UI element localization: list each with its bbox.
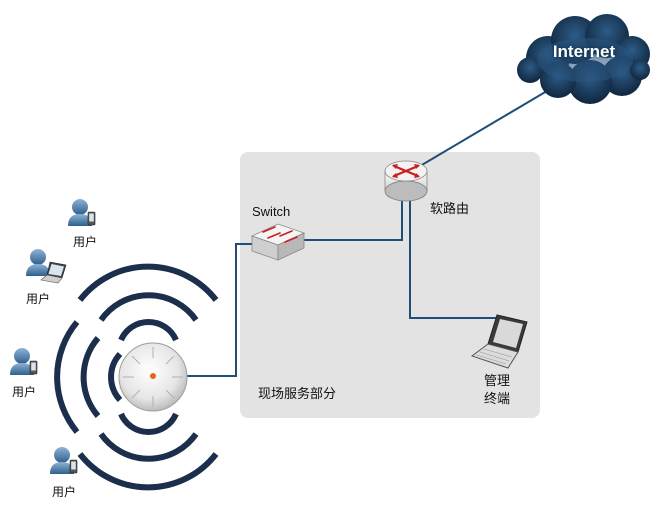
internet-label: Internet: [552, 42, 616, 61]
connection-lines: [186, 87, 553, 377]
router-icon: [384, 160, 428, 202]
laptop-icon: [470, 314, 528, 369]
user-icon: [50, 447, 78, 474]
access-point-icon: [118, 342, 188, 412]
link-switch-router: [300, 200, 403, 241]
user-label: 用户: [52, 485, 77, 499]
user-label: 用户: [73, 235, 98, 249]
user-icon: [10, 348, 38, 375]
laptop-icon: [40, 261, 67, 284]
terminal-label-line2: 终端: [484, 392, 511, 407]
link-router-internet: [409, 87, 553, 173]
wireless-waves-icon: [54, 263, 219, 491]
user-icon: [26, 249, 67, 284]
zone-label: 现场服务部分: [258, 387, 337, 402]
user-label: 用户: [12, 385, 37, 399]
switch-icon: [250, 223, 306, 261]
cloud-icon: [517, 14, 650, 104]
link-ap-switch: [186, 243, 258, 377]
terminal-label-line1: 管理: [484, 374, 511, 389]
user-icon: [68, 199, 96, 226]
user-label: 用户: [26, 292, 51, 306]
link-router-terminal: [409, 200, 496, 319]
router-label: 软路由: [430, 202, 470, 217]
service-zone-box: [240, 152, 540, 418]
switch-label: Switch: [252, 204, 291, 219]
